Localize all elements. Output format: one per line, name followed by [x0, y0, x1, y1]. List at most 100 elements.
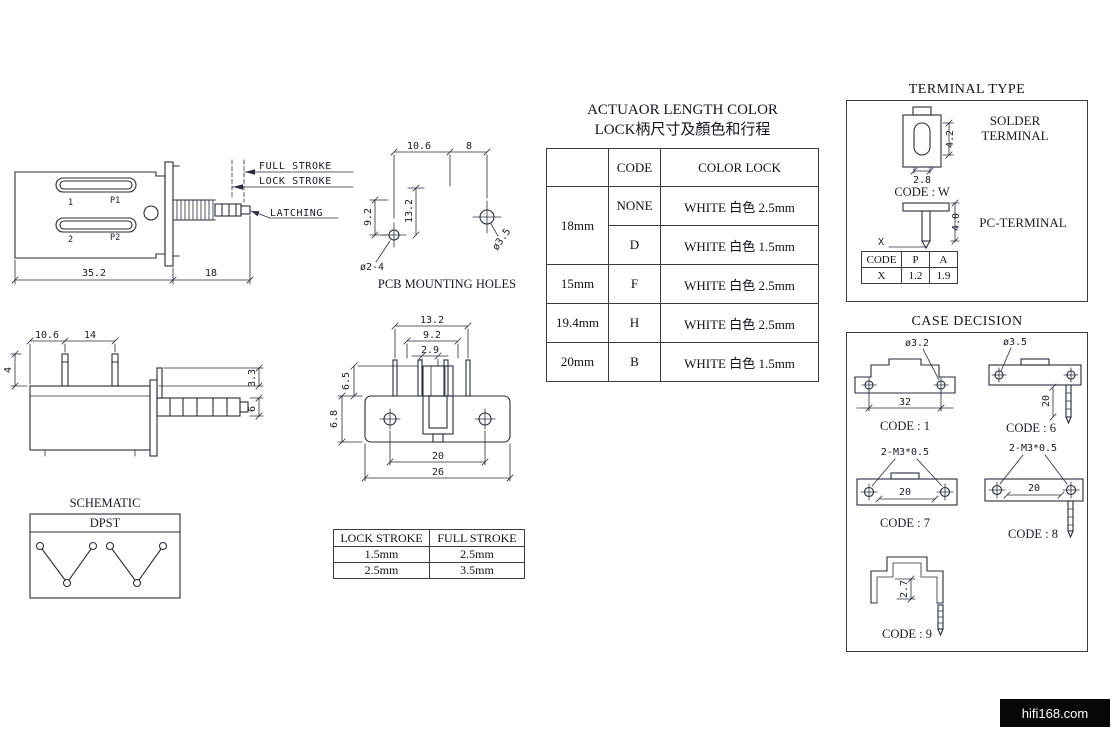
bottom-dimension-lines — [10, 337, 264, 420]
case-8-dims — [999, 454, 1068, 499]
pin-2-label: 2 — [68, 235, 73, 245]
mini-header-a: A — [929, 251, 958, 268]
dim-18: 18 — [205, 268, 217, 279]
length-18mm-cell: 18mm — [546, 186, 609, 265]
case-6-code: CODE : 6 — [1006, 421, 1056, 435]
color-cell: WHITE 白色 1.5mm — [660, 225, 819, 265]
case-9-dims — [894, 575, 916, 603]
case-6-outline — [988, 358, 1082, 425]
solder-label-line1: SOLDER — [990, 113, 1041, 128]
switch-front-outline — [364, 359, 511, 443]
case-9-outline — [870, 556, 944, 637]
code-cell: F — [608, 264, 661, 304]
schematic-box — [29, 513, 181, 599]
mini-cell: X — [861, 267, 902, 284]
dim-10-6: 10.6 — [35, 330, 59, 341]
schematic-drawing: SCHEMATIC DPST — [29, 496, 181, 599]
solder-terminal-outline — [902, 106, 942, 168]
case-6-dia: ø3.5 — [1003, 337, 1027, 348]
pc-terminal-label: PC-TERMINAL — [979, 215, 1066, 230]
dim-6: 6 — [247, 406, 258, 412]
code-cell: B — [608, 342, 661, 382]
dim-9-2: 9.2 — [423, 330, 441, 341]
case-8-dim: 20 — [1028, 483, 1040, 494]
pc-terminal-outline — [902, 202, 950, 250]
color-cell: WHITE 白色 1.5mm — [660, 342, 819, 382]
dim-13-2: 13.2 — [420, 315, 444, 326]
dim-35-2: 35.2 — [82, 268, 106, 279]
case-8-outline — [984, 478, 1084, 539]
side-view-drawing: FULL STROKE LOCK STROKE LATCHING 1 P1 2 … — [11, 159, 354, 285]
terminal-drawings: 4.2 2.8 CODE : W SOLDER TERMINAL 4.0 X P… — [878, 106, 1067, 250]
mini-header-p: P — [901, 251, 930, 268]
arrowhead — [233, 184, 243, 190]
dpst-symbol — [35, 541, 168, 588]
dim-6-5: 6.5 — [341, 372, 352, 390]
solder-code-label: CODE : W — [894, 185, 950, 199]
case-1-code: CODE : 1 — [880, 419, 930, 433]
case-7-thread: 2-M3*0.5 — [881, 447, 929, 458]
case-decision-panel: ø3.2 32 CODE : 1 ø3.5 20 CODE : 6 — [846, 332, 1088, 652]
case-decision-title: CASE DECISION — [911, 314, 1023, 329]
table-header-code: CODE — [608, 148, 661, 187]
code-cell: H — [608, 303, 661, 343]
bottom-view-drawing: 10.6 14 4 3.3 6 — [3, 330, 264, 457]
pcb-holes-caption: PCB MOUNTING HOLES — [378, 277, 516, 291]
stroke-cell: 2.5mm — [429, 546, 525, 563]
schematic-title: SCHEMATIC — [70, 496, 141, 510]
latching-label: LATCHING — [270, 208, 323, 219]
actuator-title-line1: ACTUAOR LENGTH COLOR — [587, 102, 778, 118]
terminal-type-panel: 4.2 2.8 CODE : W SOLDER TERMINAL 4.0 X P… — [846, 100, 1088, 302]
lock-stroke-label: LOCK STROKE — [259, 176, 332, 187]
hole-dimension-lines — [369, 148, 499, 263]
dim-9-2: 9.2 — [363, 208, 374, 226]
case-7-dims — [871, 458, 943, 503]
pc-terminal-dims — [888, 199, 960, 248]
mini-cell: 1.9 — [929, 267, 958, 284]
dim-4-2: 4.2 — [945, 130, 956, 148]
case-6-dims — [1000, 347, 1057, 421]
case-drawings: ø3.2 32 CODE : 1 ø3.5 20 CODE : 6 — [854, 337, 1084, 641]
mini-header-code: CODE — [861, 251, 902, 268]
case-8-code: CODE : 8 — [1008, 527, 1058, 541]
mini-cell: 1.2 — [901, 267, 930, 284]
dim-4-0: 4.0 — [951, 213, 962, 231]
stroke-cell: 2.5mm — [333, 562, 430, 579]
dim-20: 20 — [432, 451, 444, 462]
case-1-outline — [854, 358, 956, 394]
dim-3-3: 3.3 — [247, 369, 258, 387]
stroke-header-full: FULL STROKE — [429, 529, 525, 547]
dim-2-8: 2.8 — [913, 175, 931, 186]
case-7-code: CODE : 7 — [880, 516, 930, 530]
actuator-title-line2: LOCK柄尺寸及顏色和行程 — [594, 121, 771, 138]
pole-p1-label: P1 — [110, 196, 120, 206]
dim-13-2: 13.2 — [404, 199, 415, 223]
dim-26: 26 — [432, 467, 444, 478]
pin-1-label: 1 — [68, 198, 73, 208]
pcb-holes-drawing: 10.6 8 9.2 13.2 ø2-4 ø3.5 PCB MOUNTING H… — [360, 141, 516, 291]
case-8-thread: 2-M3*0.5 — [1009, 443, 1057, 454]
case-1-dia: ø3.2 — [905, 338, 929, 349]
dim-6-8: 6.8 — [329, 410, 340, 428]
table-cell — [546, 148, 609, 187]
dpst-label: DPST — [90, 516, 121, 530]
length-20mm-cell: 20mm — [546, 342, 609, 382]
spring-and-shaft — [172, 159, 251, 221]
switch-body-bottom — [29, 353, 249, 457]
arrowhead — [251, 211, 260, 217]
stroke-cell: 3.5mm — [429, 562, 525, 579]
terminal-code-table: CODE P A X 1.2 1.9 — [861, 251, 958, 284]
hole-callout-big: ø3.5 — [491, 227, 514, 253]
dim-2-9: 2.9 — [421, 345, 439, 356]
solder-label-line2: TERMINAL — [981, 128, 1048, 143]
front-view-drawing: 13.2 9.2 2.9 6.5 6.8 20 26 — [329, 315, 514, 482]
dim-4: 4 — [3, 367, 14, 373]
color-cell: WHITE 白色 2.5mm — [660, 186, 819, 226]
case-7-dim: 20 — [899, 487, 911, 498]
case-9-dim: 2.7 — [899, 580, 910, 598]
case-9-code: CODE : 9 — [882, 627, 932, 641]
code-cell: D — [608, 225, 661, 265]
color-cell: WHITE 白色 2.5mm — [660, 303, 819, 343]
arrowhead — [245, 169, 255, 175]
